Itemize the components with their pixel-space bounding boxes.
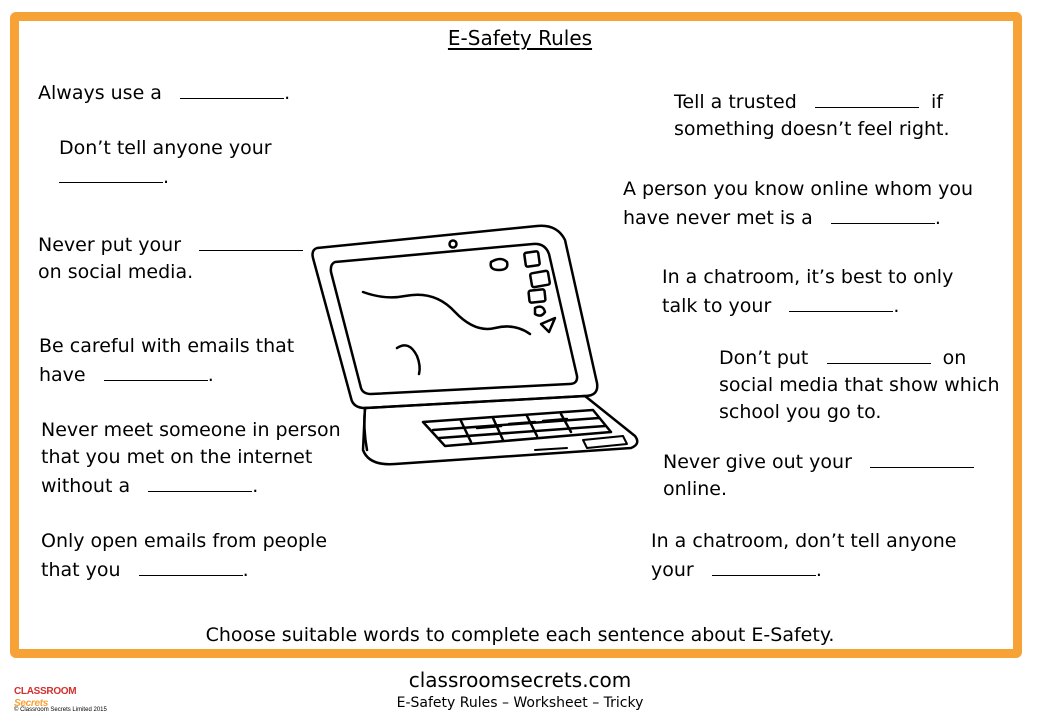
worksheet-frame [10, 12, 1022, 658]
answer-blank[interactable] [814, 87, 919, 108]
answer-blank[interactable] [148, 471, 253, 492]
sentence-chatroom-tell: In a chatroom, don’t tell anyone your . [651, 530, 957, 581]
sentence-tell-trusted: Tell a trusted if something doesn’t feel… [674, 87, 950, 143]
answer-blank[interactable] [711, 555, 816, 576]
answer-blank[interactable] [180, 78, 285, 99]
sentence-only-open: Only open emails from people that you . [41, 530, 328, 581]
instruction-text: Choose suitable words to complete each s… [205, 624, 835, 646]
answer-blank[interactable] [199, 230, 304, 251]
copyright-text: © Classroom Secrets Limited 2015 [14, 707, 107, 713]
answer-blank[interactable] [789, 291, 894, 312]
footer-subtitle: E-Safety Rules – Worksheet – Tricky [396, 695, 644, 711]
sentence-person-online: A person you know online whom you have n… [623, 178, 974, 229]
answer-blank[interactable] [59, 162, 163, 183]
sentence-dont-put: Don’t put on social media that show whic… [719, 343, 1000, 426]
sentence-never-give: Never give out your online. [663, 447, 975, 503]
answer-blank[interactable] [826, 343, 931, 364]
sentence-never-put: Never put your on social media. [38, 230, 304, 286]
answer-blank[interactable] [103, 360, 208, 381]
footer-website[interactable]: classroomsecrets.com [408, 668, 632, 692]
worksheet-title: E-Safety Rules [447, 26, 593, 50]
sentence-dont-tell: Don’t tell anyone your . [59, 137, 272, 188]
sentence-never-meet: Never meet someone in person that you me… [41, 419, 341, 497]
answer-blank[interactable] [870, 447, 975, 468]
sentence-careful-emails: Be careful with emails that have . [39, 335, 295, 386]
sentence-chatroom-talk: In a chatroom, it’s best to only talk to… [662, 266, 954, 317]
laptop-illustration [311, 224, 639, 466]
answer-blank[interactable] [138, 555, 243, 576]
sentence-always-use: Always use a . [38, 78, 290, 107]
answer-blank[interactable] [830, 203, 935, 224]
